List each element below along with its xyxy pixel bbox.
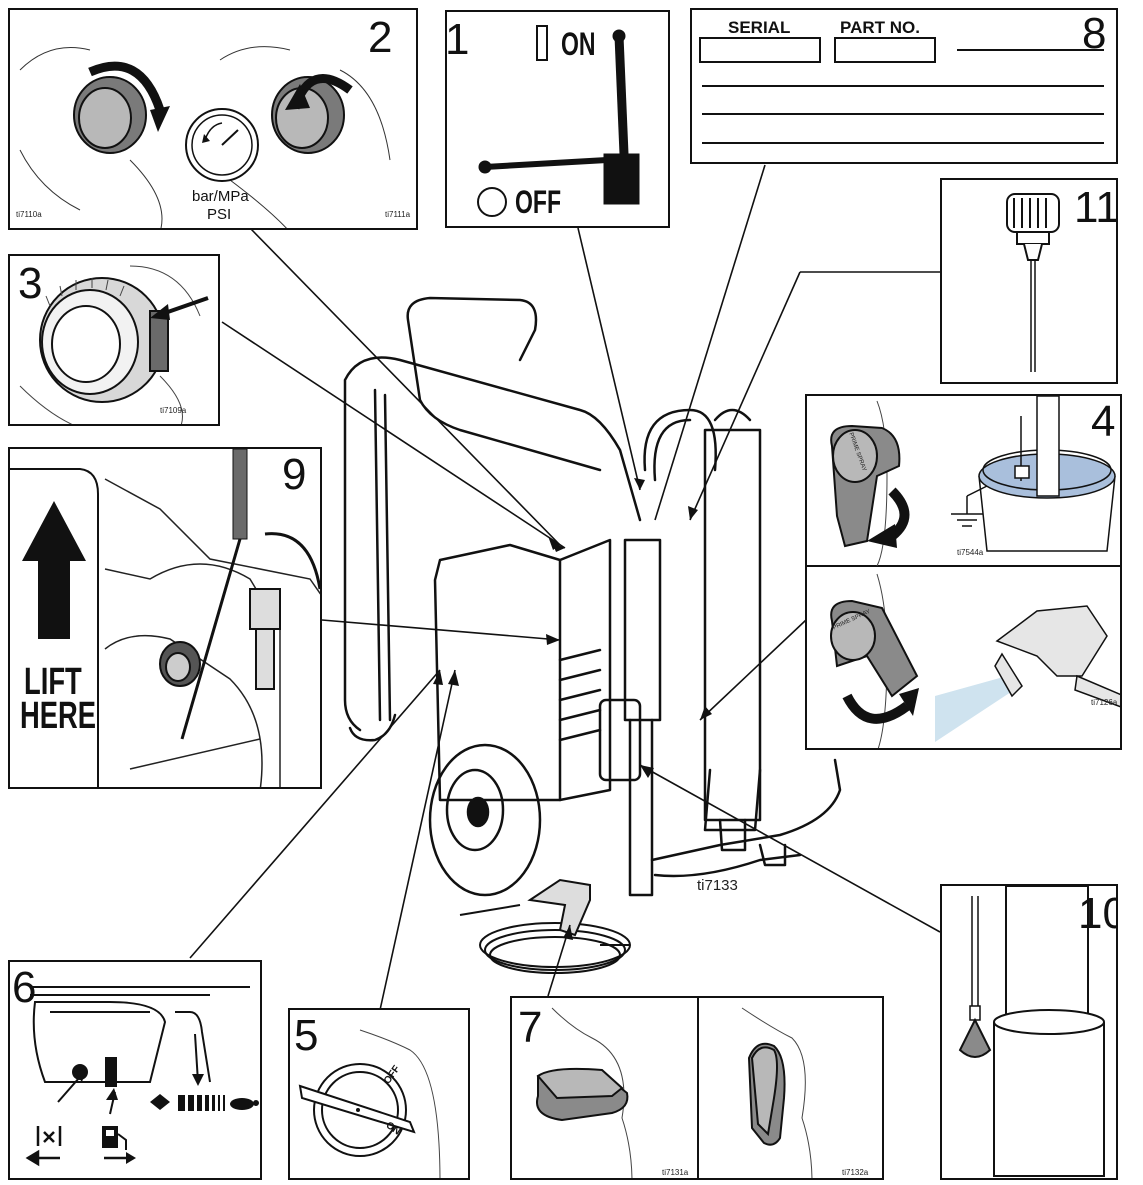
panel-6-number: 6 <box>12 963 37 1012</box>
filter-tube-icon <box>993 886 1105 1177</box>
panel-3-knob: 3 ti7109a <box>8 254 220 426</box>
on-indicator-icon <box>536 25 548 61</box>
callout-9 <box>321 619 561 641</box>
panel-11-dipstick: 11 <box>940 178 1118 384</box>
panel-9-number: 9 <box>282 450 307 499</box>
lift-label-line1: LIFT <box>24 661 82 703</box>
callout-6 <box>189 669 441 959</box>
panel-11-number: 11 <box>1074 183 1118 232</box>
panel-7-trigger-lock: 7 ti7131a ti7132a <box>510 996 884 1180</box>
panel-7-code-right: ti7132a <box>842 1168 869 1177</box>
panel-2-pressure: 2 bar/MPa PSI ti7110a ti7111a <box>8 8 418 230</box>
serial-label: SERIAL <box>728 18 791 37</box>
arrow-icon <box>161 296 209 316</box>
panel-7-code-left: ti7131a <box>662 1168 689 1177</box>
arrow-spray <box>842 693 910 724</box>
panel-2-code-right: ti7111a <box>385 210 411 219</box>
spray-mist-icon <box>935 676 1017 742</box>
panel-8-serial-label: SERIAL PART NO. 8 <box>690 8 1118 164</box>
ground-icon <box>951 485 988 527</box>
pail-icon <box>978 396 1116 552</box>
main-figure-code: ti7133 <box>697 877 738 894</box>
callout-4 <box>699 619 807 721</box>
pressure-knob-small <box>159 641 201 687</box>
panel-5-fuel-valve: 5 OFF ON <box>288 1008 470 1180</box>
arrow-clockwise <box>88 61 165 112</box>
filter-cone-icon <box>958 1017 992 1058</box>
knob-right <box>271 76 345 154</box>
gauge-unit-psi: PSI <box>207 206 232 223</box>
lift-rod <box>232 449 248 540</box>
panel-9-lift-here: 9 LIFT HERE <box>8 447 322 789</box>
trigger-lock-engaged-icon <box>536 1067 629 1122</box>
panel-2-code-left: ti7110a <box>16 210 42 219</box>
panel-6-choke-fuel: 6 <box>8 960 262 1180</box>
gauge-unit-bar: bar/MPa <box>192 188 249 205</box>
panel-8-number: 8 <box>1082 9 1107 58</box>
knob-left <box>73 76 147 154</box>
spray-gun-icon <box>994 605 1120 708</box>
serial-field <box>699 37 821 63</box>
callout-5 <box>379 669 456 1011</box>
panel-2-number: 2 <box>368 13 393 62</box>
spray-gun <box>527 878 591 937</box>
switch-on-label: ON <box>561 26 596 62</box>
callout-3 <box>221 321 566 549</box>
panel-5-number: 5 <box>294 1011 319 1060</box>
panel-4-number: 4 <box>1091 397 1116 446</box>
panel-4-prime-spray: 4 ti7544a ti7126a PRIME SPRAY PRIME SPRA… <box>805 394 1122 750</box>
toggle-lever-icon <box>478 29 640 205</box>
panel-3-number: 3 <box>18 259 43 308</box>
part-number-field <box>834 37 936 63</box>
dipstick-rod-icon <box>1030 260 1036 372</box>
panel-1-number: 1 <box>445 15 470 64</box>
trigger-lock-disengaged-icon <box>747 1042 786 1146</box>
valve-fitting-icon <box>249 588 281 690</box>
prime-knob-icon <box>830 424 901 548</box>
pump-column <box>623 538 662 722</box>
switch-off-label: OFF <box>515 184 562 220</box>
dipstick-cap-icon <box>1006 193 1060 261</box>
lift-label-line2: HERE <box>20 695 97 737</box>
choke-icon <box>25 1126 62 1167</box>
cart-handle <box>343 356 642 732</box>
callout-11b <box>689 271 801 521</box>
knurled-knob-icon <box>39 277 169 403</box>
panel-4-code-bottom: ti7126a <box>1091 698 1118 707</box>
throttle-scale-icon <box>150 1094 259 1111</box>
callout-8 <box>654 164 766 521</box>
fuel-pump-icon <box>102 1126 136 1164</box>
panel-4-code-top: ti7544a <box>957 548 984 557</box>
panel-10-number: 10 <box>1078 889 1116 938</box>
callout-1 <box>577 227 641 491</box>
callout-10 <box>639 764 941 933</box>
panel-7-number: 7 <box>518 1003 543 1052</box>
callout-2 <box>249 227 561 546</box>
pressure-gauge-icon <box>185 108 259 182</box>
filter-rod-icon <box>969 896 981 1021</box>
wheel-left <box>428 743 542 897</box>
off-indicator-icon <box>477 187 507 217</box>
panel-10-filter: 10 <box>940 884 1118 1180</box>
panel-1-switch: 1 ON OFF <box>445 10 670 228</box>
spray-knob-icon <box>830 599 919 698</box>
up-arrow-icon <box>22 501 86 639</box>
panel-3-code: ti7109a <box>160 406 187 415</box>
part-number-label: PART NO. <box>840 18 920 37</box>
lift-sign <box>10 468 99 787</box>
